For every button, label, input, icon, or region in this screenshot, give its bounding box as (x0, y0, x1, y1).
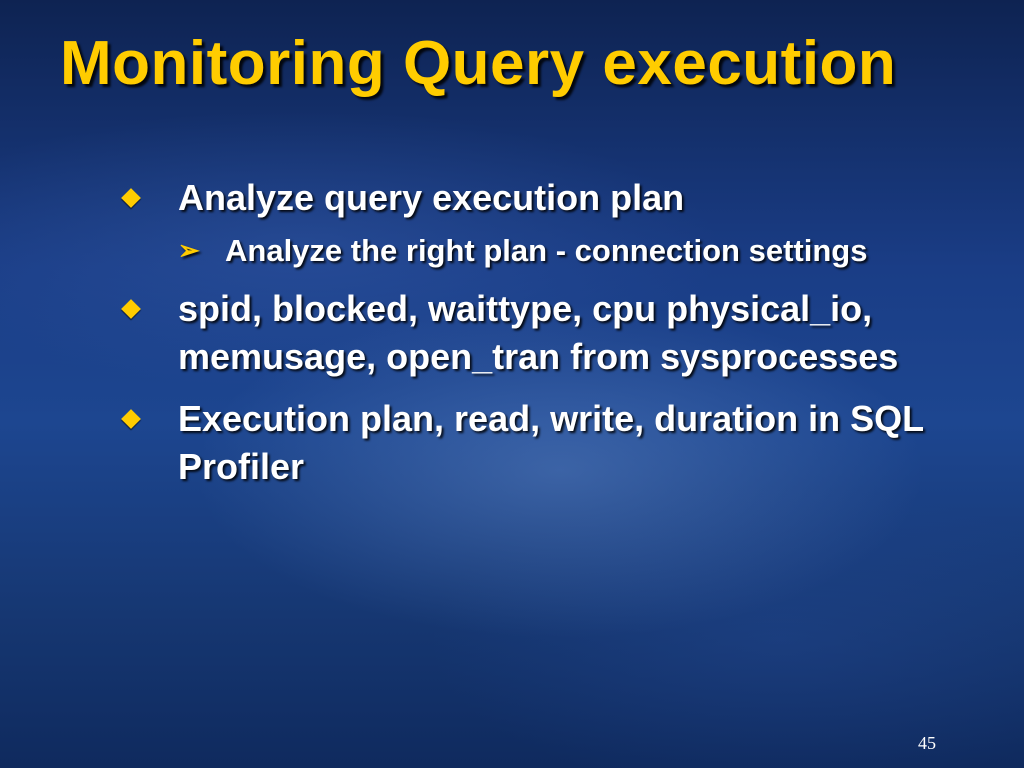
bullet-item: spid, blocked, waittype, cpu physical_io… (118, 285, 978, 381)
bullet-list: Analyze query execution plan ➢ Analyze t… (118, 174, 978, 491)
diamond-bullet-icon (121, 188, 141, 208)
bullet-item: Analyze query execution plan (118, 174, 978, 222)
diamond-bullet-icon (121, 409, 141, 429)
bullet-item: Execution plan, read, write, duration in… (118, 395, 978, 491)
diamond-bullet-icon (121, 299, 141, 319)
bullet-text: Execution plan, read, write, duration in… (178, 398, 924, 487)
sub-bullet-text: Analyze the right plan - connection sett… (225, 233, 868, 268)
sub-bullet-item: ➢ Analyze the right plan - connection se… (178, 230, 978, 271)
bullet-text: spid, blocked, waittype, cpu physical_io… (178, 288, 899, 377)
bullet-text: Analyze query execution plan (178, 177, 685, 218)
page-number: 45 (918, 733, 936, 753)
chevron-right-icon: ➢ (178, 235, 200, 265)
slide-title: Monitoring Query execution (60, 29, 897, 98)
